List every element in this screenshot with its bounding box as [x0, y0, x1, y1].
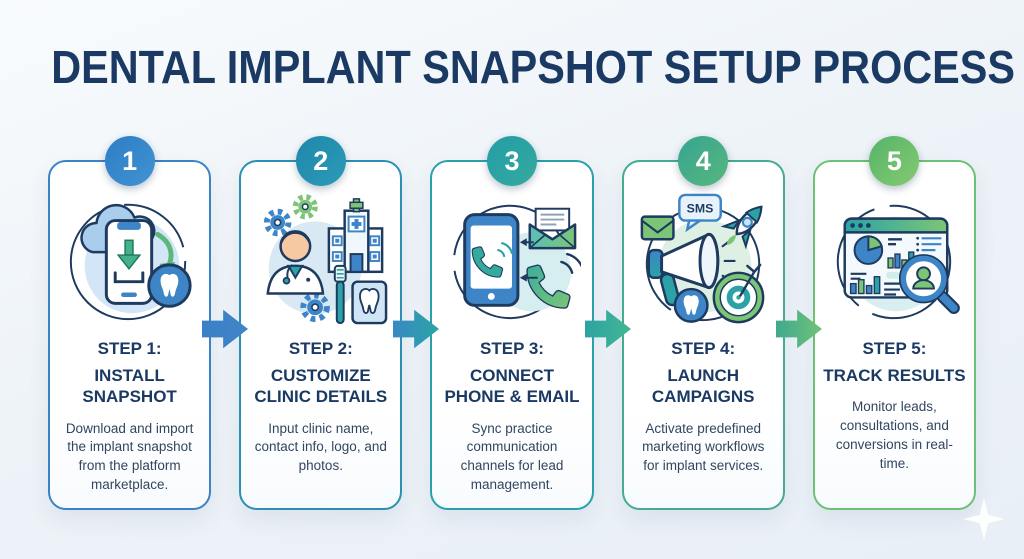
target-icon: [712, 263, 765, 324]
step-number: 1: [122, 145, 138, 176]
step-number-badge: 4: [678, 136, 729, 186]
step-name: CONNECT PHONE & EMAIL: [444, 366, 580, 407]
smartphone-call-icon: [463, 213, 520, 307]
phone-email-sync-icon: [452, 204, 581, 320]
step-name: INSTALL SNAPSHOT: [82, 366, 177, 407]
step-number-badge: 5: [869, 136, 920, 186]
step-description: Monitor leads, consultations, and conver…: [835, 399, 953, 472]
download-arrow-icon: [113, 239, 144, 284]
cloud-download-phone-tooth-icon: [69, 203, 192, 321]
gear-icon: [300, 292, 330, 323]
step-number: 2: [313, 145, 329, 176]
step-number: 4: [695, 145, 711, 176]
gear-icon: [292, 194, 318, 220]
step-number: 3: [504, 145, 520, 176]
step-name: LAUNCH CAMPAIGNS: [651, 366, 755, 407]
email-envelope-icon: [640, 215, 675, 241]
phone-handset-icon: [526, 252, 581, 309]
tooth-badge-icon: [146, 263, 192, 308]
sync-connector-icon: [519, 238, 538, 282]
step-name: TRACK RESULTS: [823, 366, 966, 386]
step-name: CUSTOMIZE CLINIC DETAILS: [254, 366, 388, 407]
step-card-4: 4 SMS: [621, 136, 785, 510]
step-description: Input clinic name, contact info, logo, a…: [254, 420, 387, 474]
sms-bubble-icon: SMS: [678, 193, 723, 233]
step-description: Download and import the implant snapshot…: [65, 420, 194, 493]
step-icon-wrap: SMS: [634, 184, 772, 334]
email-envelope-icon: [528, 207, 577, 250]
step-label: STEP 4:: [671, 339, 736, 358]
step-number-badge: 2: [295, 136, 346, 186]
page-title: DENTAL IMPLANT SNAPSHOT SETUP PROCESS: [51, 41, 1016, 93]
clinic-building-icon: [327, 198, 384, 274]
megaphone-icon: [647, 232, 736, 307]
step-label: STEP 5:: [862, 339, 927, 358]
step-number-badge: 3: [487, 136, 537, 186]
dentist-icon: [266, 230, 325, 295]
toothbrush-icon: [333, 264, 347, 325]
step-label: STEP 1:: [97, 339, 162, 358]
step-icon-wrap: [443, 184, 581, 334]
magnifier-user-icon: [899, 254, 961, 315]
tooth-card-icon: [351, 280, 388, 325]
pie-chart-icon: [853, 235, 884, 265]
step-description: Activate predefined marketing workflows …: [642, 420, 765, 474]
megaphone-campaign-icon: SMS: [640, 193, 765, 324]
step-card-1: 1: [48, 136, 212, 510]
step-card-5: 5: [812, 136, 977, 510]
sms-label: SMS: [687, 202, 714, 216]
rocket-icon: [720, 205, 763, 250]
step-number: 5: [886, 145, 902, 176]
gear-icon: [263, 208, 292, 237]
step-icon-wrap: [252, 184, 390, 334]
bar-chart-icon: [850, 276, 881, 295]
tooth-badge-icon: [673, 287, 709, 323]
step-label: STEP 3:: [480, 339, 544, 358]
step-icon-wrap: [825, 184, 963, 334]
steps-row: 1: [48, 136, 977, 510]
list-lines-icon: [851, 236, 942, 296]
step-description: Sync practice communication channels for…: [460, 420, 564, 493]
analytics-magnifier-icon: [837, 204, 961, 320]
step-label: STEP 2:: [288, 339, 353, 358]
step-number-badge: 1: [104, 136, 155, 186]
step-card-3: 3: [430, 136, 594, 510]
step-card-2: 2: [239, 136, 403, 510]
dentist-clinic-details-icon: [263, 194, 388, 325]
step-icon-wrap: [61, 184, 199, 334]
